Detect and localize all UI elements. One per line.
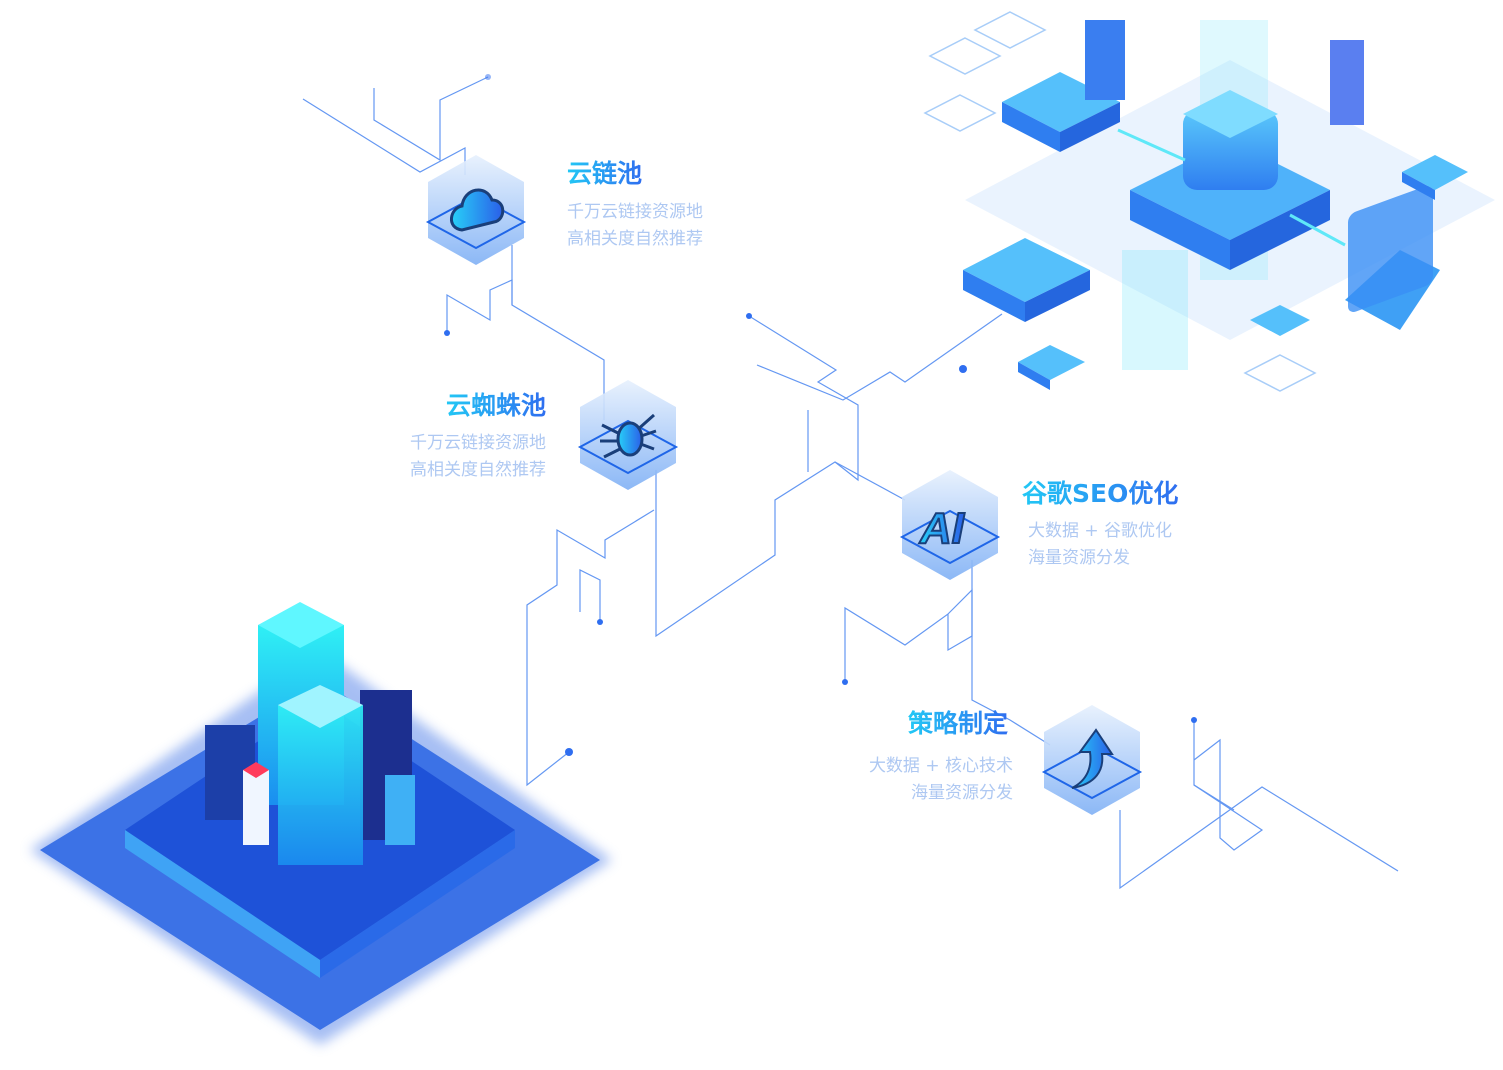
description-line: 海量资源分发 bbox=[1028, 548, 1130, 568]
feature-description: 大数据 + 核心技术 海量资源分发 bbox=[869, 753, 1013, 807]
cloud-icon bbox=[450, 188, 505, 232]
small-block bbox=[1018, 345, 1085, 390]
feature-title: 谷歌SEO优化 bbox=[1022, 474, 1178, 510]
server-cluster bbox=[923, 11, 1495, 392]
feature-title: 云蜘蛛池 bbox=[446, 386, 546, 422]
feature-cube-cloud bbox=[425, 155, 527, 265]
isometric-city bbox=[30, 602, 612, 1045]
circuit-lines bbox=[302, 76, 1399, 890]
description-line: 高相关度自然推荐 bbox=[410, 460, 546, 480]
small-block bbox=[1250, 305, 1310, 336]
server-stack bbox=[1183, 90, 1278, 190]
arrow-up-icon bbox=[1071, 728, 1114, 789]
feature-cube-strategy bbox=[1041, 705, 1143, 815]
circuit-dots bbox=[444, 74, 1197, 756]
svg-text:AI: AI bbox=[919, 504, 965, 553]
feature-description: 千万云链接资源地 高相关度自然推荐 bbox=[567, 199, 703, 253]
platform-left-bottom bbox=[963, 238, 1090, 322]
platform-right bbox=[1345, 185, 1440, 330]
description-line: 千万云链接资源地 bbox=[567, 202, 703, 222]
description-line: 高相关度自然推荐 bbox=[567, 229, 703, 249]
description-line: 大数据 + 核心技术 bbox=[868, 756, 1013, 776]
feature-cube-spider bbox=[577, 380, 679, 490]
description-line: 海量资源分发 bbox=[911, 783, 1013, 803]
description-line: 千万云链接资源地 bbox=[410, 433, 546, 453]
feature-cube-ai: AI bbox=[899, 470, 1001, 580]
spider-icon bbox=[600, 413, 657, 459]
small-block bbox=[1402, 155, 1468, 200]
ai-icon: AI bbox=[918, 503, 966, 554]
description-line: 大数据 + 谷歌优化 bbox=[1028, 521, 1173, 541]
feature-description: 千万云链接资源地 高相关度自然推荐 bbox=[410, 430, 546, 484]
feature-title: 云链池 bbox=[567, 154, 642, 190]
platform-left-top bbox=[1002, 72, 1120, 152]
feature-title: 策略制定 bbox=[908, 704, 1008, 740]
feature-description: 大数据 + 谷歌优化 海量资源分发 bbox=[1028, 518, 1172, 572]
